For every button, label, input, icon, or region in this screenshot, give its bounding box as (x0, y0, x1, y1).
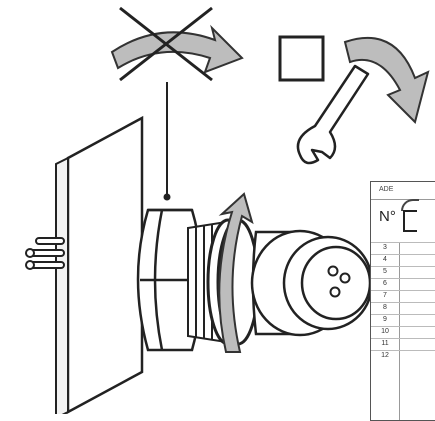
table-row-number: 12 (381, 352, 389, 359)
panel-plate (55, 115, 144, 414)
table-row-number: 5 (383, 268, 387, 275)
table-column-line (399, 242, 400, 420)
table-row-number: 9 (383, 316, 387, 323)
no-rotate-icon (110, 6, 244, 82)
table-divider (371, 199, 435, 200)
table-row: 6 (371, 278, 435, 289)
table-row: 9 (371, 314, 435, 325)
table-header-number: N° (379, 208, 396, 225)
table-row: 3 (371, 242, 435, 253)
empty-checkbox-icon (278, 35, 325, 82)
table-row-number: 6 (383, 280, 387, 287)
rotate-arrow-icon (343, 37, 430, 124)
rear-contact-pins (25, 237, 65, 270)
table-row: 8 (371, 302, 435, 313)
table-row: 12 (371, 350, 435, 361)
pin-table: ADE N° 3 4 5 6 7 8 9 10 11 12 (370, 181, 435, 421)
table-row: 7 (371, 290, 435, 301)
front-connector (250, 229, 374, 337)
table-row-number: 8 (383, 304, 387, 311)
table-brand: ADE (379, 186, 394, 193)
table-row-number: 11 (381, 340, 389, 347)
wrench-icon (296, 64, 370, 165)
table-rotate-icon (401, 199, 419, 211)
coupling-ring (206, 192, 260, 353)
table-row: 10 (371, 326, 435, 337)
table-row: 4 (371, 254, 435, 265)
table-row-number: 4 (383, 256, 387, 263)
table-row-number: 3 (383, 244, 387, 251)
table-row: 5 (371, 266, 435, 277)
leader-dot (163, 193, 171, 201)
table-row-number: 10 (381, 328, 389, 335)
table-box-icon (403, 210, 417, 232)
table-row-number: 7 (383, 292, 387, 299)
table-row: 11 (371, 338, 435, 349)
